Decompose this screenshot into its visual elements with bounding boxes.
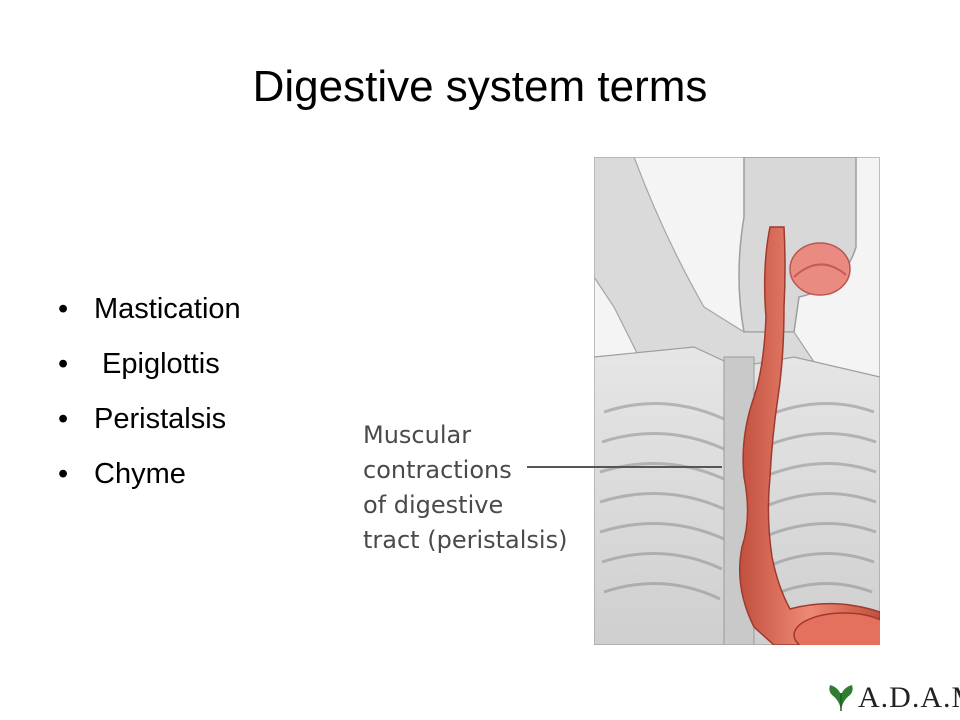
callout-label: Muscular contractions of digestive tract… xyxy=(363,418,567,558)
callout-line-text: contractions xyxy=(363,456,512,484)
tongue xyxy=(793,263,847,278)
anatomy-illustration xyxy=(594,157,880,645)
stomach xyxy=(793,612,880,645)
callout-pointer xyxy=(527,466,722,468)
leaf-icon xyxy=(829,685,853,711)
adam-logo: A.D.A.M. xyxy=(826,680,960,716)
callout-line-text: Muscular xyxy=(363,421,472,449)
mouth-cavity xyxy=(789,242,851,296)
bullet-item: Mastication xyxy=(58,282,241,337)
callout-line-text: of digestive xyxy=(363,491,504,519)
bullet-item: Epiglottis xyxy=(58,337,241,392)
bullet-item: Peristalsis xyxy=(58,392,241,447)
digestive-tract xyxy=(738,226,880,645)
bullet-list: Mastication Epiglottis Peristalsis Chyme xyxy=(58,282,241,502)
bullet-item: Chyme xyxy=(58,447,241,502)
callout-line-text: tract (peristalsis) xyxy=(363,526,568,554)
logo-text: A.D.A.M. xyxy=(858,681,960,714)
slide-title: Digestive system terms xyxy=(252,62,708,111)
